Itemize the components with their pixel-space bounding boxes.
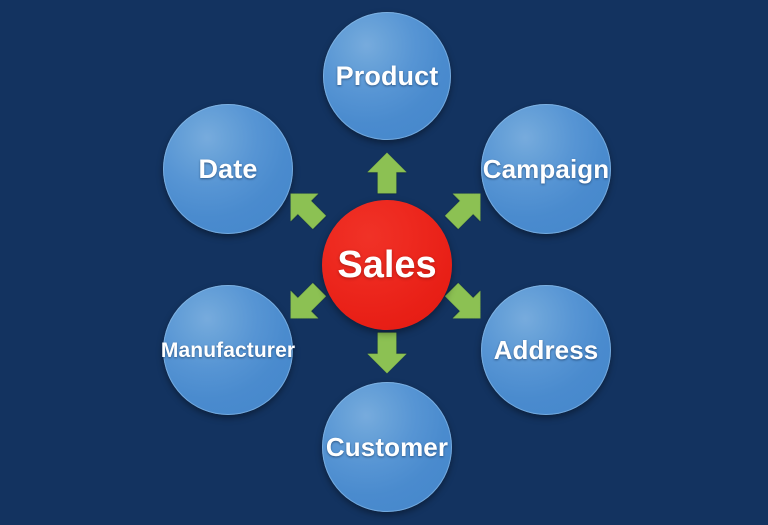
node-customer-label: Customer [325, 432, 449, 462]
node-date[interactable]: Date [163, 104, 293, 234]
node-date-label: Date [198, 153, 258, 184]
hub-label: Sales [337, 244, 437, 286]
node-manufacturer-label: Manufacturer [160, 338, 296, 362]
node-customer[interactable]: Customer [322, 382, 452, 512]
node-campaign-label: Campaign [482, 154, 610, 184]
arrow-up-icon [364, 150, 410, 196]
node-address-label: Address [493, 335, 599, 365]
node-product[interactable]: Product [323, 12, 451, 140]
hub-node-sales[interactable]: Sales [322, 200, 452, 330]
node-product-label: Product [335, 60, 439, 91]
node-address[interactable]: Address [481, 285, 611, 415]
arrow-down-icon [364, 330, 410, 376]
node-campaign[interactable]: Campaign [481, 104, 611, 234]
node-manufacturer[interactable]: Manufacturer [160, 285, 296, 415]
